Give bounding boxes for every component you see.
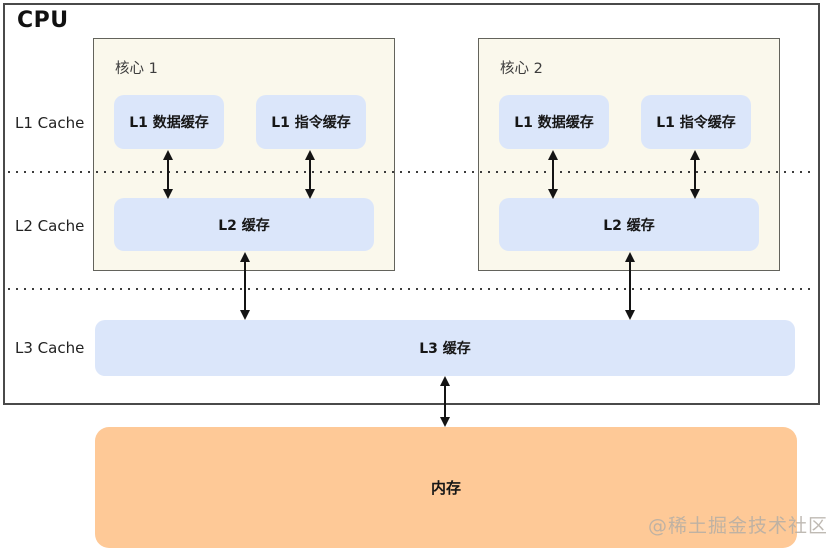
- arrow-line: [694, 154, 696, 195]
- core-2-name: 核心 2: [500, 61, 543, 77]
- core-1-l1-inst-cache-box: L1 指令缓存: [256, 95, 366, 149]
- arrow-core1-l1inst-l2: [304, 150, 316, 199]
- side-label-l2-cache: L2 Cache: [15, 217, 85, 235]
- core-2-box: 核心 2 L1 数据缓存 L1 指令缓存 L2 缓存: [478, 38, 780, 271]
- arrow-core2-l1data-l2: [547, 150, 559, 199]
- arrow-line: [167, 154, 169, 195]
- core-1-name: 核心 1: [115, 61, 158, 77]
- core-2-l2-cache-box: L2 缓存: [499, 198, 759, 251]
- arrow-line: [244, 256, 246, 316]
- memory-box: 内存: [95, 427, 797, 548]
- arrow-head-down-icon: [305, 189, 315, 199]
- dotted-separator-l2-l3: [8, 288, 814, 290]
- arrow-core1-l1data-l2: [162, 150, 174, 199]
- arrow-l3-memory: [439, 376, 451, 427]
- l3-cache-box: L3 缓存: [95, 320, 795, 376]
- arrow-head-down-icon: [240, 310, 250, 320]
- arrow-head-down-icon: [625, 310, 635, 320]
- arrow-head-down-icon: [548, 189, 558, 199]
- arrow-line: [444, 380, 446, 423]
- arrow-core2-l2-l3: [624, 252, 636, 320]
- side-label-l3-cache: L3 Cache: [15, 339, 85, 357]
- watermark: @稀土掘金技术社区: [648, 515, 826, 537]
- core-1-l1-data-cache-box: L1 数据缓存: [114, 95, 224, 149]
- core-2-l1-data-cache-box: L1 数据缓存: [499, 95, 609, 149]
- arrow-line: [309, 154, 311, 195]
- core-2-l1-inst-cache-box: L1 指令缓存: [641, 95, 751, 149]
- arrow-head-down-icon: [440, 417, 450, 427]
- arrow-core2-l1inst-l2: [689, 150, 701, 199]
- cpu-title: CPU: [17, 8, 69, 33]
- dotted-separator-l1-l2: [8, 171, 814, 173]
- arrow-line: [629, 256, 631, 316]
- side-label-l1-cache: L1 Cache: [15, 114, 85, 132]
- core-1-l2-cache-box: L2 缓存: [114, 198, 374, 251]
- core-1-box: 核心 1 L1 数据缓存 L1 指令缓存 L2 缓存: [93, 38, 395, 271]
- arrow-core1-l2-l3: [239, 252, 251, 320]
- arrow-head-down-icon: [163, 189, 173, 199]
- arrow-head-down-icon: [690, 189, 700, 199]
- arrow-line: [552, 154, 554, 195]
